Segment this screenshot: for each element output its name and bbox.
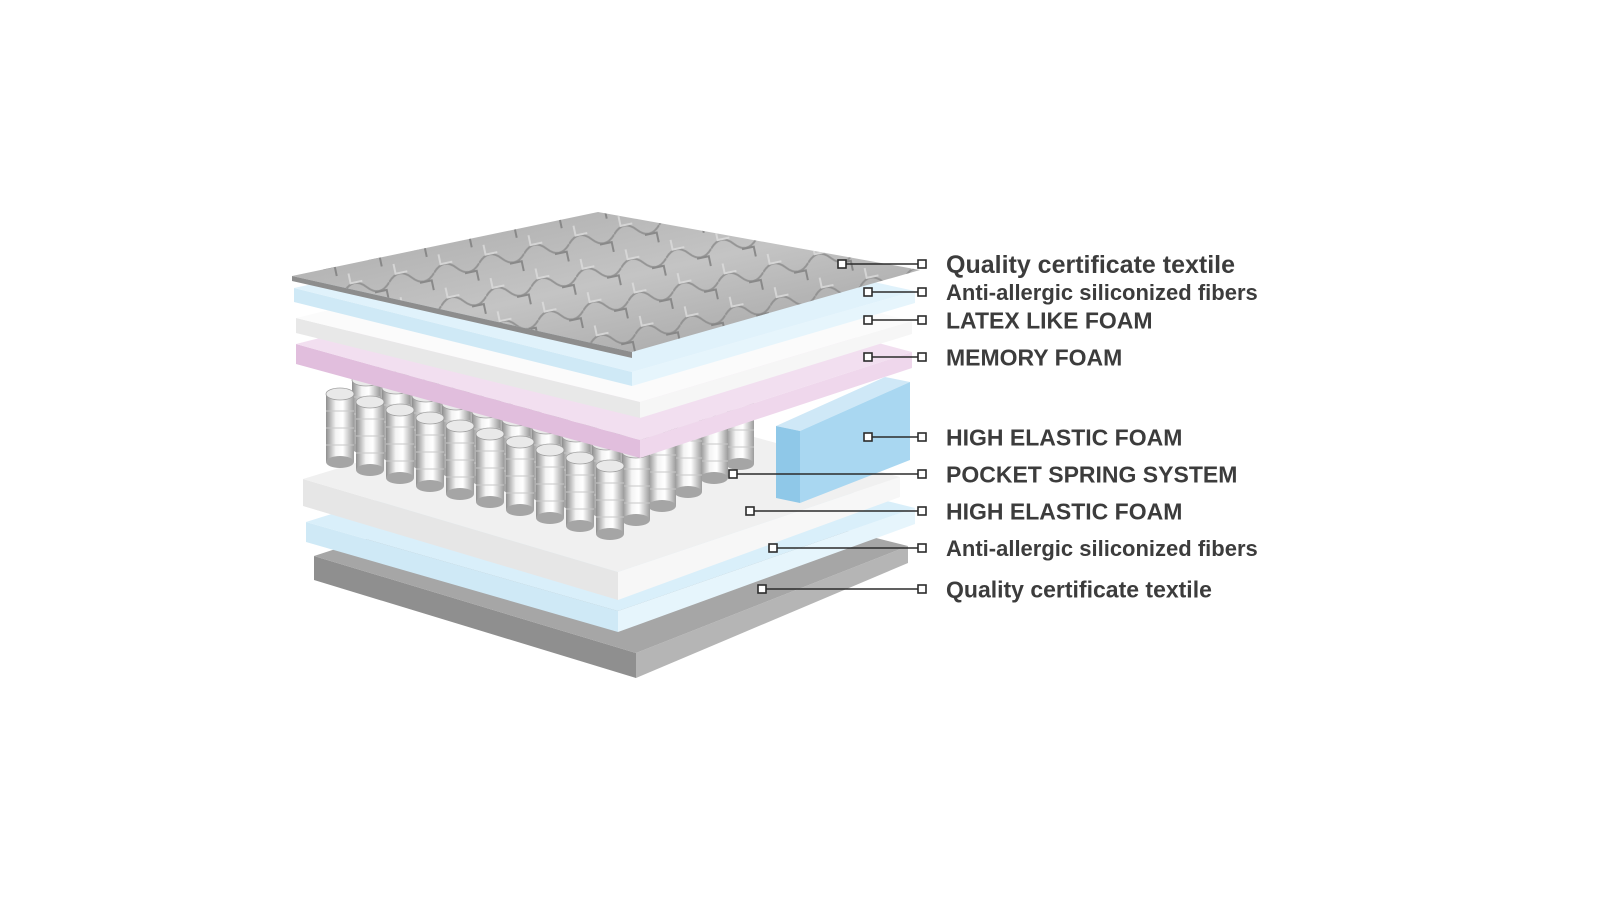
layer-label: Anti-allergic siliconized fibers	[946, 536, 1258, 561]
layer-label: HIGH ELASTIC FOAM	[946, 498, 1182, 524]
high-elastic-foam-block	[776, 377, 910, 503]
layer-label: Quality certificate textile	[946, 251, 1235, 279]
callout: MEMORY FOAM	[863, 344, 1122, 370]
spring-coil	[325, 387, 355, 468]
spring-coil	[415, 411, 445, 492]
callouts: Quality certificate textileAnti-allergic…	[728, 251, 1258, 602]
callout: Anti-allergic siliconized fibers	[768, 536, 1258, 561]
leader-start-node	[728, 469, 738, 479]
leader-end-node	[917, 506, 927, 516]
leader-end-node	[917, 432, 927, 442]
spring-coil	[595, 459, 625, 540]
layer-label: MEMORY FOAM	[946, 344, 1122, 370]
leader-end-node	[917, 352, 927, 362]
callout: HIGH ELASTIC FOAM	[745, 498, 1182, 524]
spring-coil	[565, 451, 595, 532]
leader-end-node	[917, 315, 927, 325]
callout: LATEX LIKE FOAM	[863, 307, 1153, 333]
leader-start-node	[757, 584, 767, 594]
callout: Anti-allergic siliconized fibers	[863, 280, 1258, 305]
spring-coil	[445, 419, 475, 500]
spring-coil	[505, 435, 535, 516]
layer-label: HIGH ELASTIC FOAM	[946, 424, 1182, 450]
spring-coil	[535, 443, 565, 524]
layer-label: Quality certificate textile	[946, 576, 1212, 602]
callout: POCKET SPRING SYSTEM	[728, 461, 1237, 487]
leader-start-node	[745, 506, 755, 516]
spring-coil	[475, 427, 505, 508]
leader-end-node	[917, 584, 927, 594]
top-textile-layer	[292, 212, 920, 358]
leader-start-node	[863, 287, 873, 297]
leader-start-node	[768, 543, 778, 553]
layer-label: POCKET SPRING SYSTEM	[946, 461, 1237, 487]
spring-coil	[621, 445, 651, 526]
leader-end-node	[917, 287, 927, 297]
spring-coil	[385, 403, 415, 484]
leader-end-node	[917, 543, 927, 553]
leader-start-node	[863, 315, 873, 325]
layer-label: Anti-allergic siliconized fibers	[946, 280, 1258, 305]
callout: Quality certificate textile	[837, 251, 1235, 279]
leader-end-node	[917, 469, 927, 479]
leader-start-node	[863, 432, 873, 442]
layer-label: LATEX LIKE FOAM	[946, 307, 1153, 333]
leader-start-node	[837, 259, 847, 269]
leader-start-node	[863, 352, 873, 362]
spring-coil	[355, 395, 385, 476]
callout: HIGH ELASTIC FOAM	[863, 424, 1182, 450]
callout: Quality certificate textile	[757, 576, 1212, 602]
leader-end-node	[917, 259, 927, 269]
